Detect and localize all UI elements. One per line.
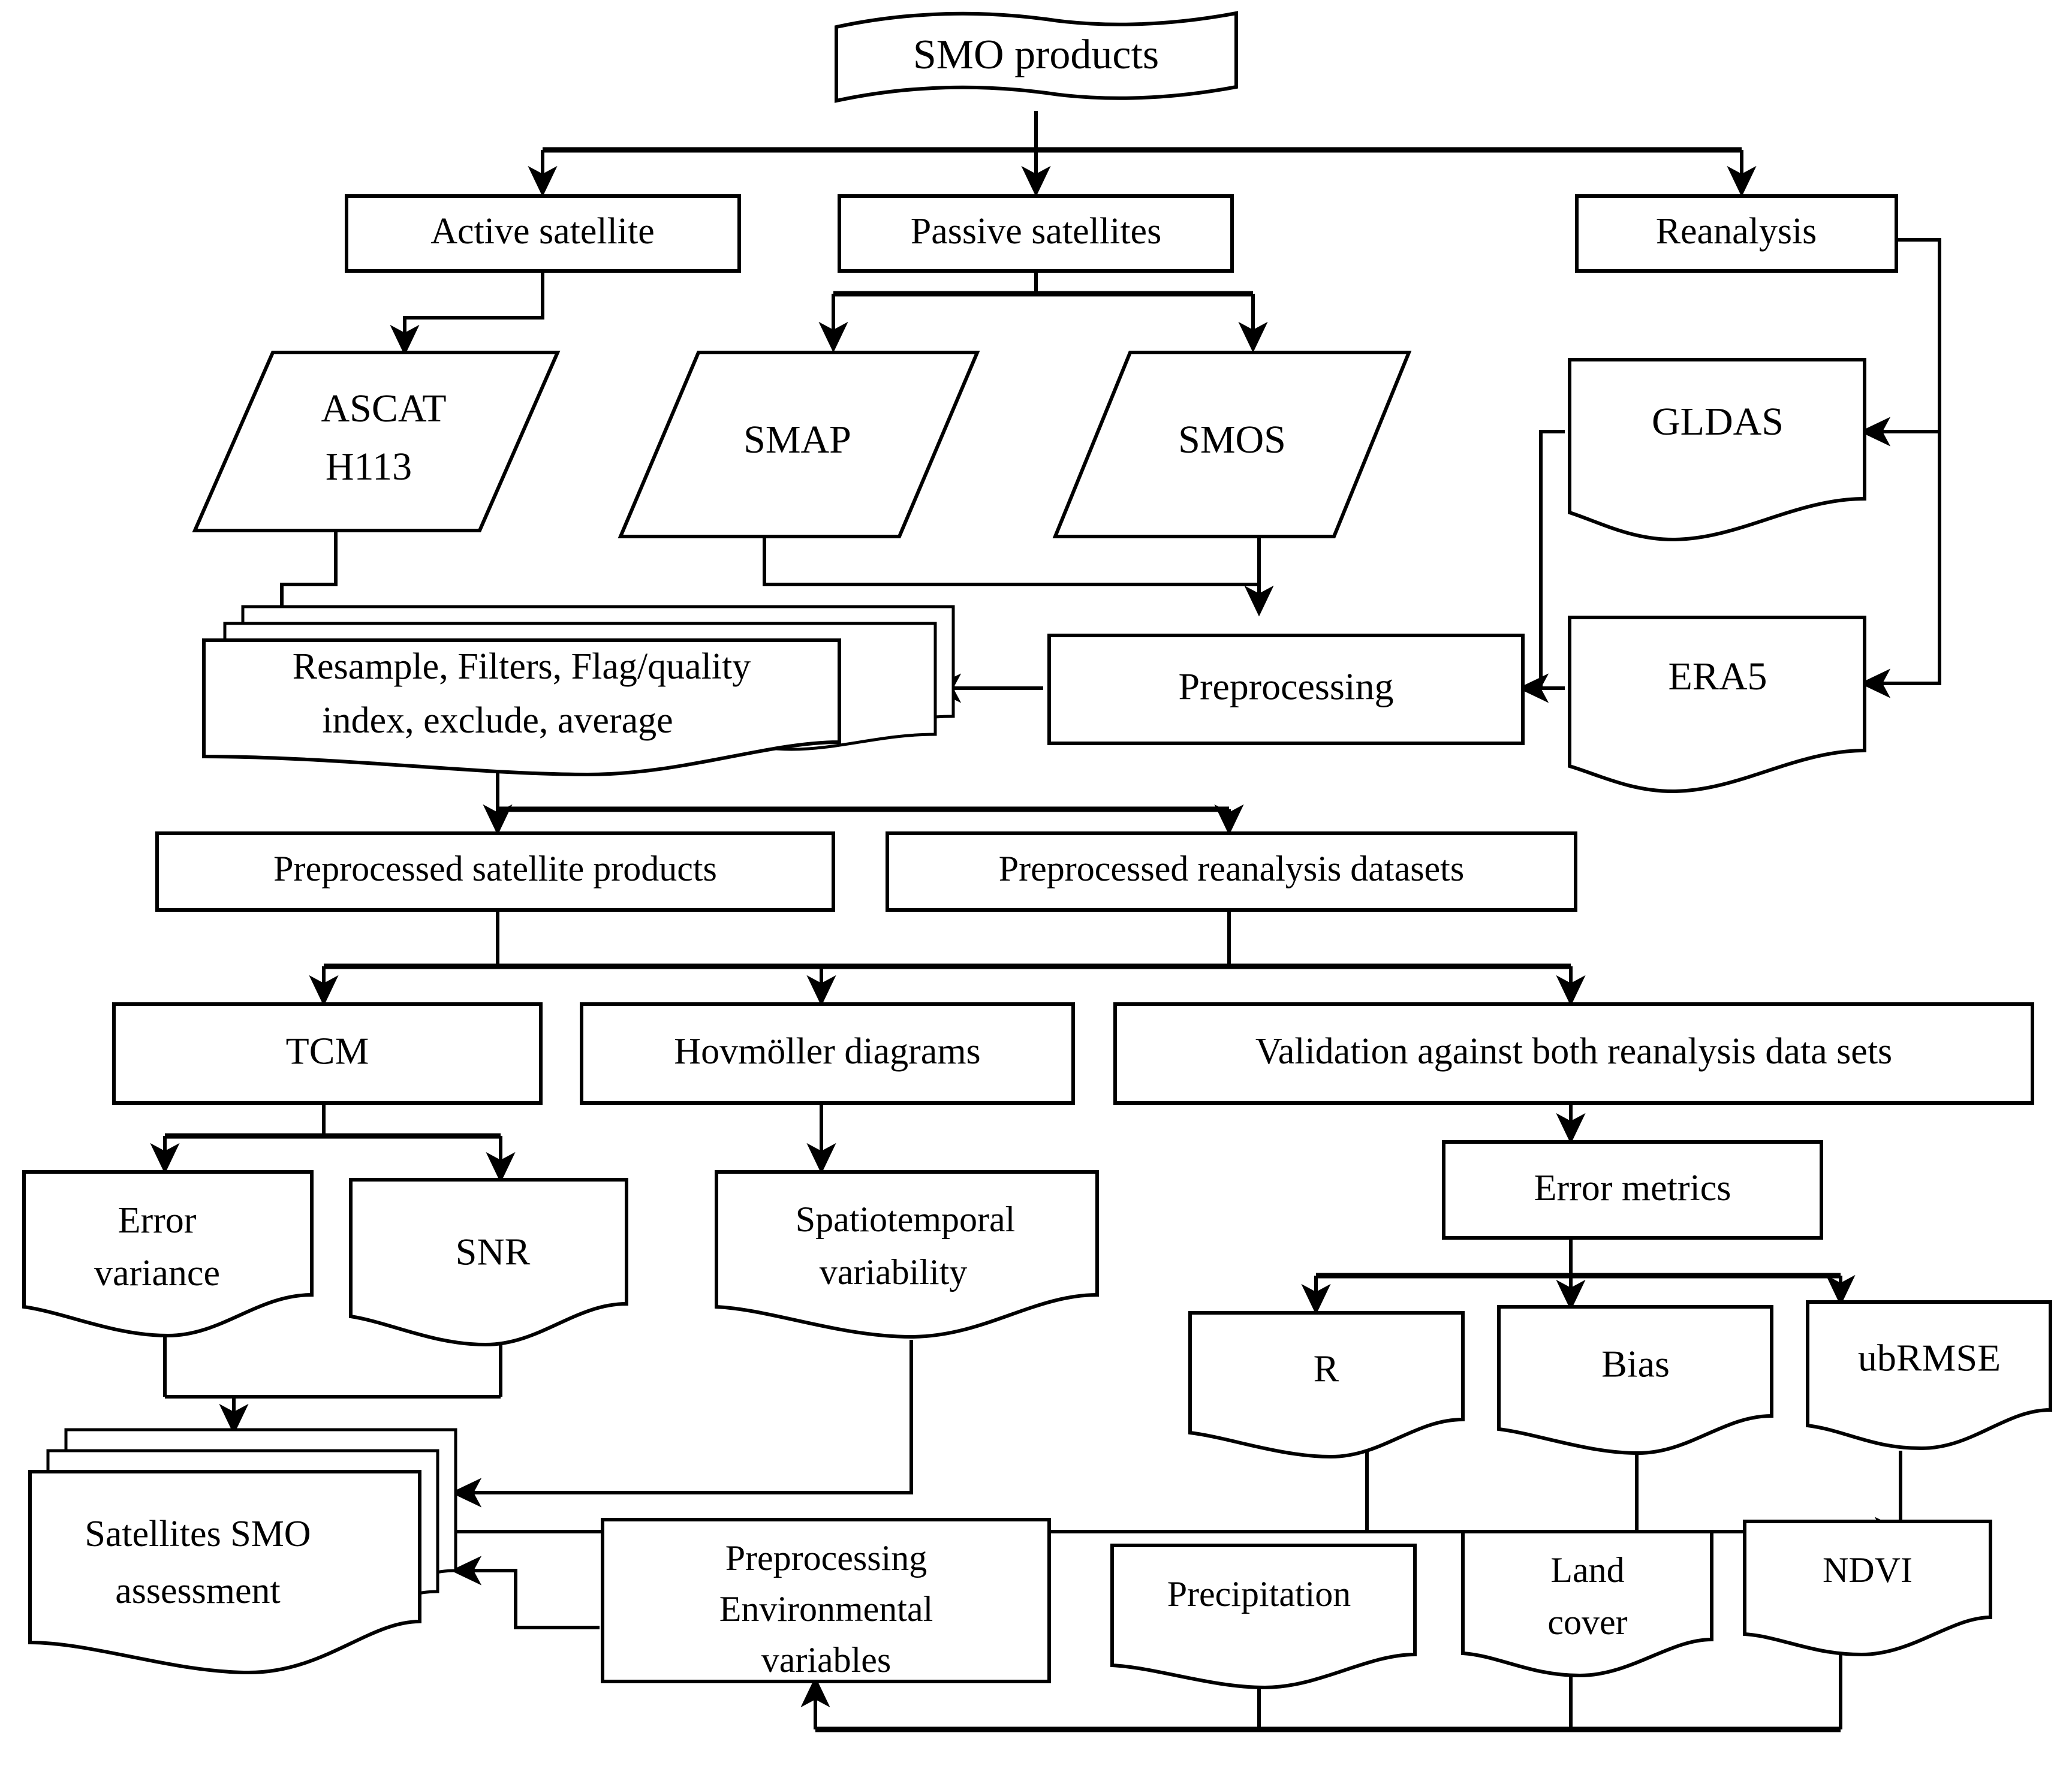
node-preprocessed-satellite-products[interactable]: Preprocessed satellite products [155, 831, 835, 912]
edge-passive-to-parallelograms [818, 271, 1268, 353]
node-resample-filters-stack[interactable]: Resample, Filters, Flag/quality index, e… [202, 605, 955, 777]
reanalysis-label: Reanalysis [1656, 211, 1817, 252]
edge-smap-to-preprocessing [763, 537, 1259, 586]
node-snr[interactable]: SNR [349, 1178, 628, 1347]
spatiotemporal-label-line2: variability [820, 1252, 968, 1292]
edge-error-metrics-to-metrics [1301, 1238, 1856, 1315]
resample-label-line1: Resample, Filters, Flag/quality [293, 646, 751, 687]
node-bias[interactable]: Bias [1497, 1305, 1773, 1455]
snr-label: SNR [456, 1231, 531, 1273]
spatiotemporal-label-line1: Spatiotemporal [796, 1200, 1016, 1239]
node-passive-satellites[interactable]: Passive satellites [838, 194, 1234, 273]
node-satellites-smo-assessment[interactable]: Satellites SMO assessment [28, 1428, 457, 1675]
node-active-satellite[interactable]: Active satellite [345, 194, 741, 273]
node-land-cover[interactable]: Land cover [1461, 1530, 1713, 1678]
edge-tcm-outputs-to-assessment [163, 1334, 502, 1435]
smap-label: SMAP [743, 418, 851, 462]
node-ascat-h113[interactable]: ASCAT H113 [192, 351, 561, 532]
satellites-assessment-label-line1: Satellites SMO [85, 1514, 311, 1554]
land-cover-label-line1: Land [1550, 1550, 1624, 1590]
node-smo-products[interactable]: SMO products [835, 11, 1238, 103]
env-preproc-label-line2: Environmental [719, 1589, 933, 1629]
ascat-label-line1: ASCAT [321, 387, 446, 430]
env-preproc-label-line1: Preprocessing [725, 1538, 927, 1578]
node-tcm[interactable]: TCM [112, 1002, 543, 1105]
edge-preprocessed-reanalysis-to-analysis [821, 910, 1586, 1006]
node-preprocessing-environmental-variables[interactable]: Preprocessing Environmental variables [601, 1518, 1051, 1683]
preprocessed-reanalysis-label: Preprocessed reanalysis datasets [999, 849, 1464, 888]
edge-spatiotemporal-to-assessment [450, 1340, 913, 1508]
node-gldas[interactable]: GLDAS [1568, 358, 1866, 542]
ndvi-label: NDVI [1823, 1550, 1913, 1590]
node-ubrmse[interactable]: ubRMSE [1806, 1300, 2052, 1451]
preprocessed-satellite-label: Preprocessed satellite products [273, 849, 717, 888]
land-cover-label-line2: cover [1547, 1602, 1627, 1642]
validation-label: Validation against both reanalysis data … [1255, 1031, 1892, 1072]
node-validation[interactable]: Validation against both reanalysis data … [1113, 1002, 2034, 1105]
ascat-label-line2: H113 [326, 445, 412, 489]
preprocessing-label: Preprocessing [1178, 665, 1393, 708]
error-variance-label-line2: variance [94, 1253, 220, 1294]
node-error-metrics[interactable]: Error metrics [1442, 1140, 1823, 1240]
passive-satellites-label: Passive satellites [911, 211, 1161, 252]
edge-reanalysis-to-reanalysis-products [1859, 238, 1941, 698]
r-label: R [1314, 1348, 1339, 1390]
active-satellite-label: Active satellite [430, 211, 655, 252]
bias-label: Bias [1601, 1343, 1670, 1385]
env-preproc-label-line3: variables [761, 1640, 892, 1680]
node-smos[interactable]: SMOS [1052, 351, 1412, 538]
edge-gldas-to-preprocessing [1517, 430, 1565, 703]
era5-label: ERA5 [1669, 655, 1767, 698]
edge-active-to-ascat [390, 271, 544, 356]
satellites-assessment-label-line2: assessment [115, 1571, 281, 1611]
smo-products-label: SMO products [913, 32, 1159, 78]
node-preprocessed-reanalysis-datasets[interactable]: Preprocessed reanalysis datasets [886, 831, 1577, 912]
edge-env-preprocessing-to-assessment [450, 1556, 600, 1629]
node-r[interactable]: R [1188, 1311, 1465, 1459]
gldas-label: GLDAS [1652, 400, 1784, 444]
edge-ascat-to-resample [280, 531, 338, 610]
node-preprocessing[interactable]: Preprocessing [1047, 634, 1525, 745]
ubrmse-label: ubRMSE [1858, 1337, 2001, 1379]
edge-preprocessed-satellite-to-analysis [309, 910, 836, 1006]
node-spatiotemporal-variability[interactable]: Spatiotemporal variability [715, 1170, 1099, 1339]
hovmoller-label: Hovmöller diagrams [674, 1031, 980, 1072]
resample-label-line2: index, exclude, average [322, 700, 673, 741]
error-variance-label-line1: Error [118, 1200, 197, 1241]
edge-tcm-to-outputs [150, 1103, 516, 1183]
edge-smo-to-bus [528, 111, 1757, 197]
node-reanalysis[interactable]: Reanalysis [1575, 194, 1898, 273]
node-ndvi[interactable]: NDVI [1743, 1520, 1992, 1657]
tcm-label: TCM [286, 1030, 369, 1072]
node-precipitation[interactable]: Precipitation [1110, 1544, 1417, 1690]
precipitation-label: Precipitation [1167, 1574, 1351, 1614]
error-metrics-label: Error metrics [1534, 1168, 1731, 1209]
smos-label: SMOS [1178, 418, 1286, 462]
node-smap[interactable]: SMAP [618, 351, 980, 538]
node-era5[interactable]: ERA5 [1568, 616, 1866, 794]
node-error-variance[interactable]: Error variance [22, 1170, 314, 1338]
node-hovmoller-diagrams[interactable]: Hovmöller diagrams [580, 1002, 1075, 1105]
